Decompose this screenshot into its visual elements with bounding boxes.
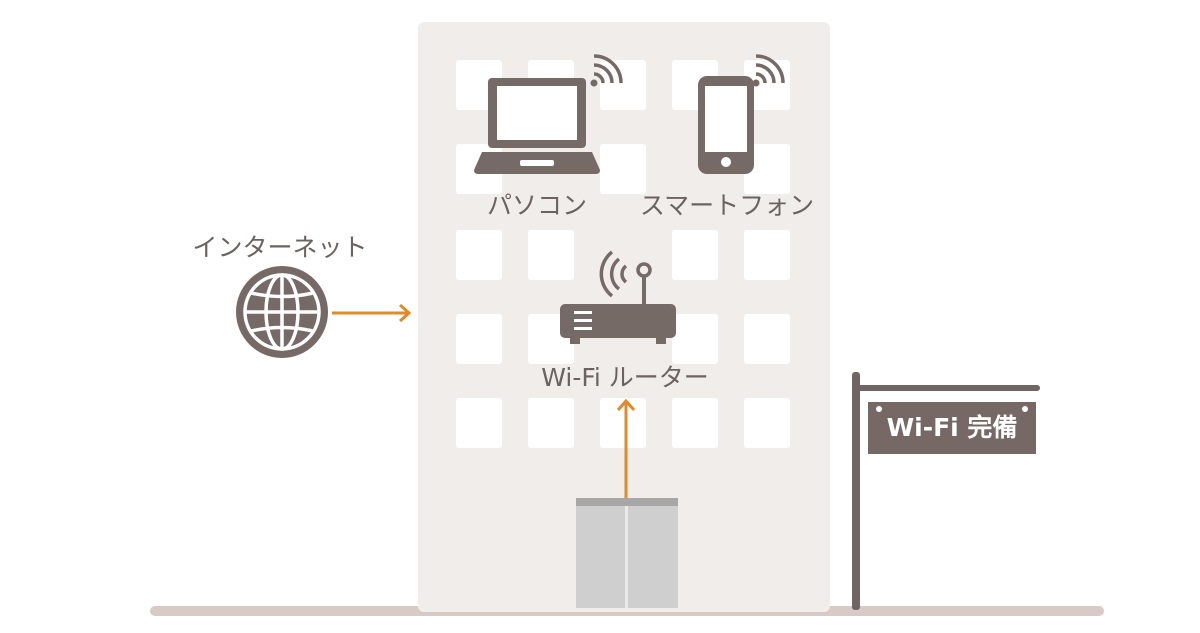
building-window: [600, 144, 646, 194]
wifi-signal-icon: [752, 54, 785, 87]
building-window: [456, 398, 502, 448]
router-label: Wi-Fi ルーター: [541, 363, 709, 392]
router-icon: [560, 250, 676, 344]
arrow-right: [332, 303, 412, 323]
building-window: [672, 314, 718, 364]
building-window: [672, 230, 718, 280]
wifi-signal-icon: [590, 54, 623, 87]
building-window: [528, 398, 574, 448]
wifi-sign: Wi-Fi 完備: [868, 402, 1036, 454]
sign-post: [852, 372, 860, 610]
building-window: [744, 398, 790, 448]
globe-icon: [236, 266, 328, 358]
building-window: [672, 398, 718, 448]
building-window: [600, 60, 646, 110]
smartphone-label: スマートフォン: [639, 191, 815, 220]
sign-arm: [852, 385, 1040, 391]
sign-label: Wi-Fi 完備: [886, 413, 1018, 442]
building-window: [456, 314, 502, 364]
pc-label: パソコン: [486, 191, 587, 220]
building-window: [456, 230, 502, 280]
laptop-icon: [474, 78, 600, 174]
building-window: [744, 314, 790, 364]
door-split: [625, 506, 628, 608]
smartphone-icon: [698, 76, 754, 174]
sign-hook: [876, 406, 882, 412]
internet-label: インターネット: [192, 233, 368, 262]
arrow-up: [616, 398, 636, 498]
building-window: [744, 230, 790, 280]
door-frame: [576, 498, 678, 506]
building-window: [528, 230, 574, 280]
sign-hook: [1022, 406, 1028, 412]
